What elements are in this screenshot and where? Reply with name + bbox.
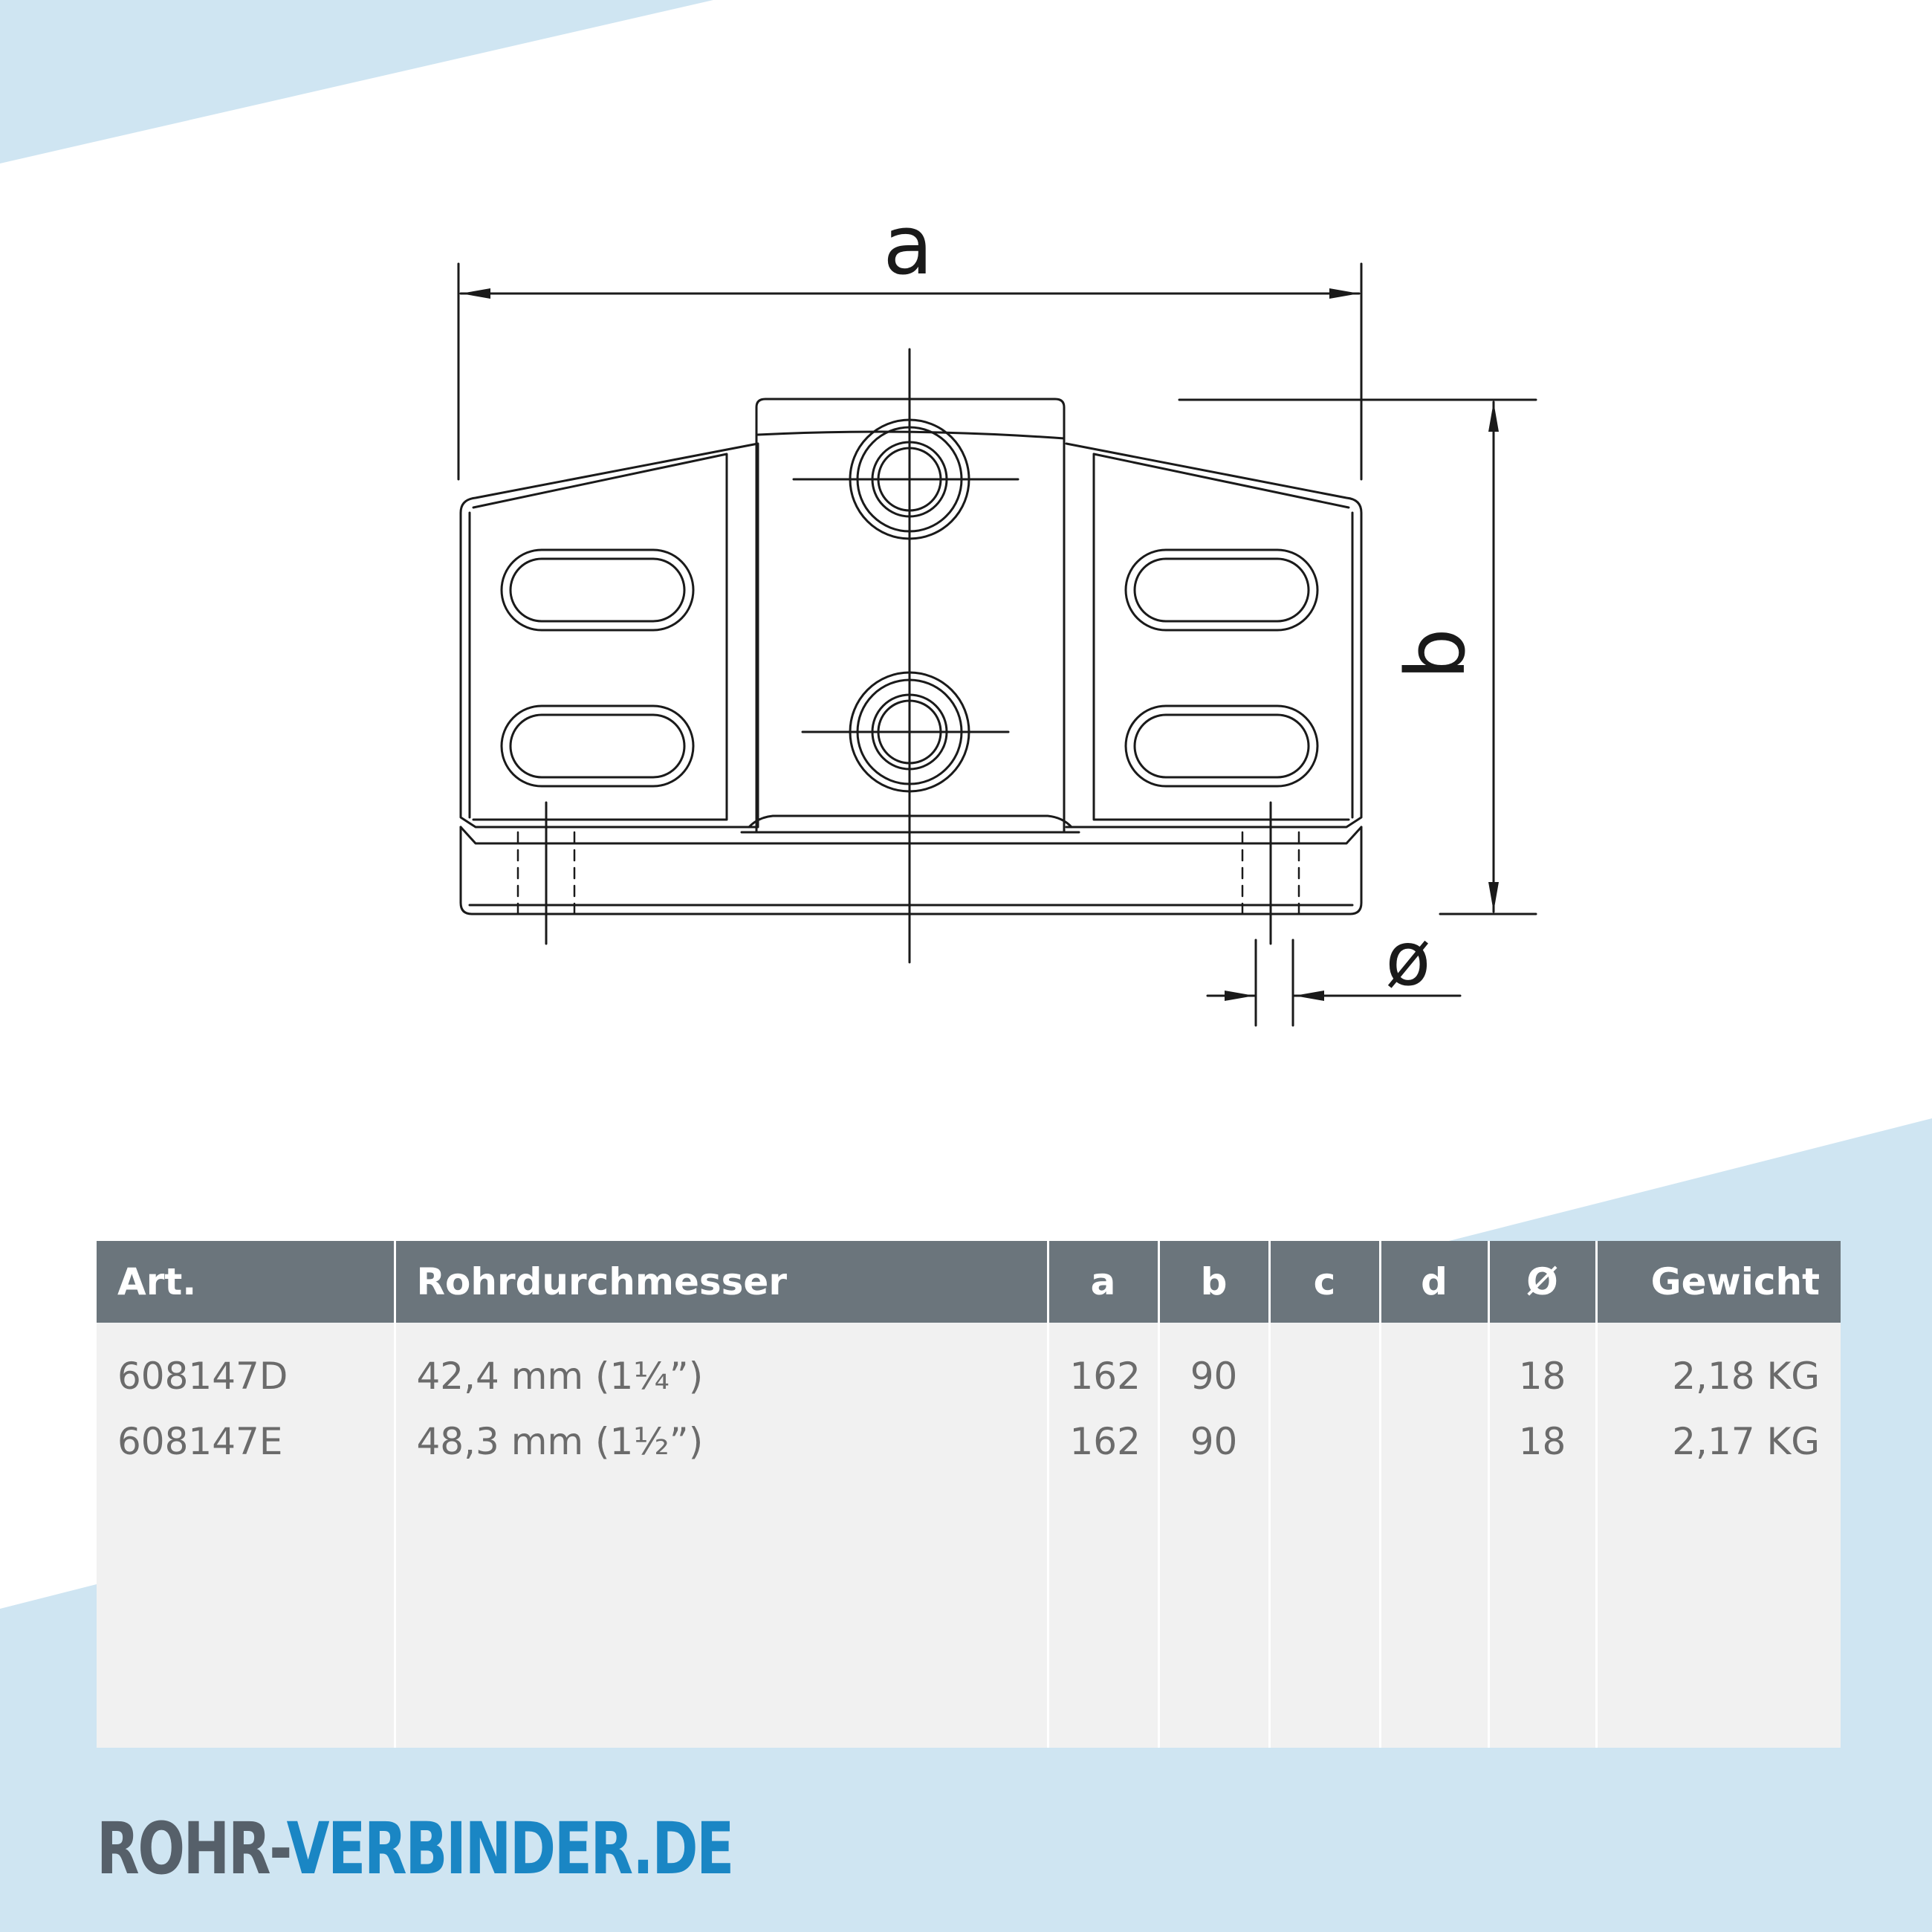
table-cell: 608147D [117, 1355, 288, 1398]
table-cell: 2,18 KG [1672, 1355, 1820, 1398]
table-cell: 18 [1518, 1355, 1566, 1398]
base-plate [459, 442, 1363, 915]
table-cell: 162 [1069, 1420, 1141, 1463]
spec-table: Art. Rohrdurchmesser a b c d Ø Gewicht 6… [97, 1241, 1841, 1748]
header-art: Art. [97, 1241, 396, 1323]
brand-logo: ROHR-VERBINDER.DE [97, 1807, 735, 1890]
header-rohrdurchmesser: Rohrdurchmesser [395, 1241, 1049, 1323]
header-c: c [1269, 1241, 1381, 1323]
slot-holes [500, 548, 1319, 788]
column-c [1269, 1323, 1381, 1748]
table-cell: 90 [1190, 1355, 1238, 1398]
column-gewicht: 2,18 KG 2,17 KG [1596, 1323, 1841, 1748]
dimension-a [457, 262, 1363, 481]
technical-drawing: a b ø [457, 198, 1537, 1027]
column-a: 162 162 [1048, 1323, 1160, 1748]
header-gewicht: Gewicht [1596, 1241, 1841, 1323]
table-body-row: 608147D 608147E 42,4 mm (1¼”) 48,3 mm (1… [97, 1323, 1841, 1748]
column-rohrdurchmesser: 42,4 mm (1¼”) 48,3 mm (1½”) [395, 1323, 1049, 1748]
table-cell: 48,3 mm (1½”) [416, 1420, 704, 1463]
table-cell: 162 [1069, 1355, 1141, 1398]
dimension-diameter-label: ø [1385, 915, 1430, 1002]
table-cell: 18 [1518, 1420, 1566, 1463]
column-art: 608147D 608147E [97, 1323, 396, 1748]
header-diameter: Ø [1488, 1241, 1598, 1323]
column-diameter: 18 18 [1488, 1323, 1598, 1748]
dimension-b [1178, 398, 1537, 915]
header-b: b [1158, 1241, 1271, 1323]
dimension-diameter [1206, 939, 1462, 1027]
hidden-bolt-holes [516, 831, 1300, 915]
column-d [1380, 1323, 1490, 1748]
header-a: a [1048, 1241, 1160, 1323]
brand-logo-part2: VERBINDER.DE [286, 1807, 735, 1890]
table-cell: 90 [1190, 1420, 1238, 1463]
table-header-row: Art. Rohrdurchmesser a b c d Ø Gewicht [97, 1241, 1841, 1323]
table-cell: 42,4 mm (1¼”) [416, 1355, 704, 1398]
table-cell: 2,17 KG [1672, 1420, 1820, 1463]
brand-logo-part1: ROHR- [97, 1807, 288, 1890]
table-cell: 608147E [117, 1420, 283, 1463]
dimension-a-label: a [883, 198, 933, 293]
dimension-b-label: b [1388, 628, 1483, 680]
column-b: 90 90 [1158, 1323, 1271, 1748]
top-left-band [0, 0, 713, 163]
header-d: d [1380, 1241, 1490, 1323]
center-lines [545, 348, 1272, 964]
